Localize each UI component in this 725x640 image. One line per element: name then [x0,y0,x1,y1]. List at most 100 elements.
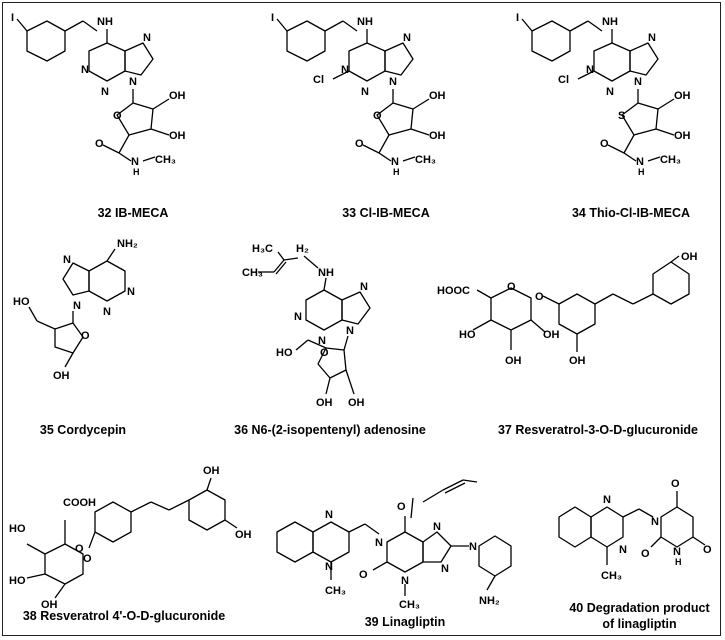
svg-text:HOOC: HOOC [437,285,470,297]
svg-text:N: N [634,76,642,88]
svg-text:N: N [101,86,109,98]
caption-35: 35 Cordycepin [39,423,127,437]
svg-text:O: O [535,291,544,303]
svg-text:N: N [346,325,354,337]
svg-text:I: I [516,12,519,24]
svg-text:N: N [619,544,627,556]
svg-text:N: N [294,311,302,323]
svg-text:O: O [355,138,364,150]
svg-text:O: O [373,110,382,122]
svg-text:N: N [433,521,441,533]
svg-text:OH: OH [674,130,691,142]
svg-text:NH: NH [318,267,334,279]
svg-text:OH: OH [681,251,698,263]
svg-text:NH: NH [602,16,618,28]
svg-text:OH: OH [41,599,58,611]
svg-text:CH₃: CH₃ [660,154,681,166]
svg-text:I: I [11,12,14,24]
svg-text:N: N [389,76,397,88]
caption-39: 39 Linagliptin [364,615,446,629]
svg-text:O: O [600,138,609,150]
svg-text:N: N [127,286,135,298]
svg-text:N: N [401,575,409,587]
svg-text:NH₂: NH₂ [479,595,500,607]
svg-text:NH₂: NH₂ [117,238,138,250]
svg-text:O: O [507,281,516,293]
svg-text:O: O [641,548,650,560]
svg-text:CH₃: CH₃ [415,154,436,166]
svg-text:HO: HO [13,296,30,308]
svg-text:N: N [63,254,71,266]
caption-37: 37 Resveratrol-3-O-D-glucuronide [497,423,699,437]
svg-text:HO: HO [459,329,476,341]
structure-37-resveratrol-3-glucuronide: OH O OH O HOOC HO OH OH [437,251,698,367]
svg-text:OH: OH [674,90,691,102]
svg-text:O: O [95,138,104,150]
svg-text:CH₃: CH₃ [399,599,420,611]
svg-text:H: H [675,557,682,567]
svg-text:O: O [359,569,368,581]
svg-text:O: O [671,478,680,490]
structure-32-ib-meca: I NH N N N N O OH OH O N H CH₃ [11,12,186,177]
svg-text:H: H [393,167,400,177]
svg-text:HO: HO [9,523,26,535]
svg-text:OH: OH [569,355,586,367]
svg-text:N: N [318,335,326,347]
structure-39-linagliptin: N N CH₃ N O O N CH₃ N N N NH₂ [276,479,512,611]
svg-text:H: H [133,167,140,177]
svg-text:N: N [375,537,383,549]
structure-34-thio-cl-ib-meca: I NH N N Cl N N S OH OH O N H CH₃ [516,12,691,177]
svg-text:N: N [391,156,399,168]
svg-text:NH: NH [357,16,373,28]
svg-text:OH: OH [429,130,446,142]
svg-text:HO: HO [276,347,293,359]
svg-text:OH: OH [348,397,365,409]
svg-text:N: N [603,494,611,506]
svg-text:OH: OH [169,90,186,102]
svg-text:N: N [341,64,349,76]
structure-38-resveratrol-4-glucuronide: OH OH O O COOH HO HO OH [9,465,252,611]
svg-text:OH: OH [169,130,186,142]
svg-text:O: O [113,110,122,122]
svg-text:H₂: H₂ [296,243,309,255]
svg-text:N: N [361,86,369,98]
caption-38: 38 Resveratrol 4'-O-D-glucuronide [22,609,226,623]
svg-text:NH: NH [97,16,113,28]
svg-text:N: N [606,86,614,98]
caption-40-line2: of linagliptin [602,617,677,631]
svg-text:N: N [648,32,656,44]
structure-33-cl-ib-meca: I NH N N Cl N N O OH OH O N H CH₃ [271,12,446,177]
svg-text:N: N [129,76,137,88]
svg-text:Cl: Cl [558,74,569,86]
svg-text:I: I [271,12,274,24]
svg-text:CH₃: CH₃ [155,154,176,166]
svg-text:OH: OH [505,355,522,367]
caption-32: 32 IB-MECA [97,206,169,220]
svg-text:N: N [469,541,477,553]
svg-text:O: O [320,347,329,359]
svg-text:N: N [73,300,81,312]
svg-text:O: O [703,544,712,556]
svg-text:H₃C: H₃C [252,243,273,255]
svg-text:OH: OH [53,370,70,382]
svg-text:OH: OH [235,529,252,541]
svg-text:N: N [360,281,368,293]
caption-36: 36 N6-(2-isopentenyl) adenosine [234,423,426,437]
structure-36-isopentenyl-adenosine: H₃C H₂ CH₃ NH N N N N O HO OH OH [242,243,371,409]
svg-text:H: H [638,167,645,177]
svg-text:N: N [586,64,594,76]
svg-text:N: N [651,516,659,528]
caption-40-line1: 40 Degradation product [569,601,710,615]
svg-text:O: O [81,330,90,342]
svg-text:N: N [441,563,449,575]
svg-text:Cl: Cl [313,74,324,86]
svg-text:N: N [325,509,333,521]
svg-text:CH₃: CH₃ [242,267,263,279]
svg-text:COOH: COOH [63,497,96,509]
svg-text:N: N [403,32,411,44]
svg-text:N: N [636,156,644,168]
svg-text:OH: OH [543,329,560,341]
structure-40-degradation-product: N N CH₃ N O O O N H [558,478,712,582]
svg-text:N: N [673,546,681,558]
